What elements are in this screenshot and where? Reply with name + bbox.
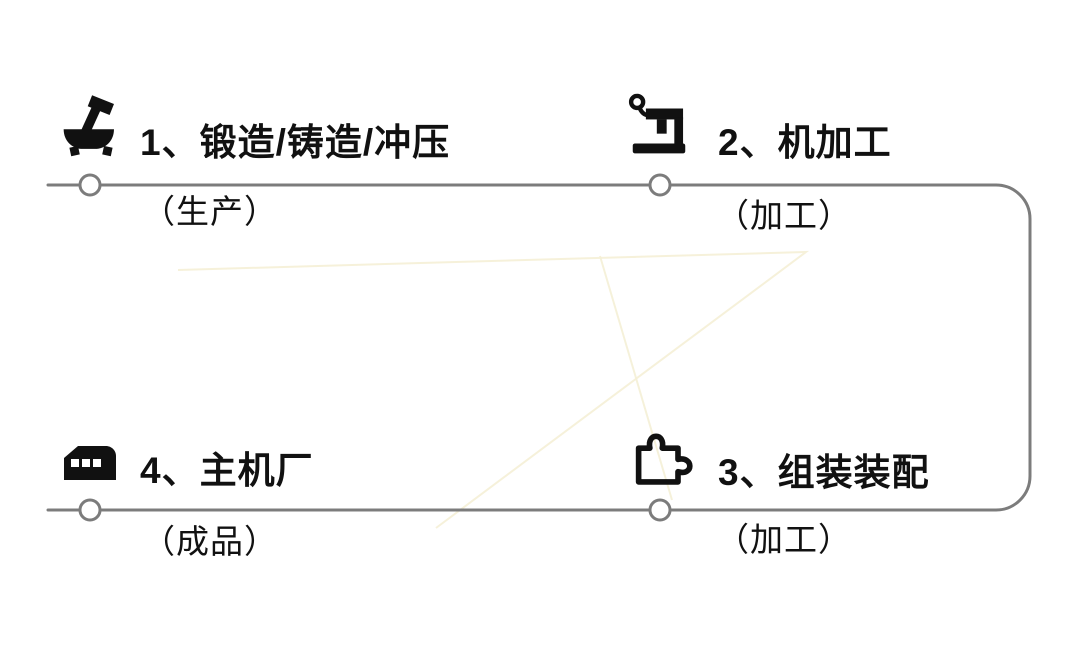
flow-node-4 [78, 498, 102, 522]
step-2-label: 2、机加工 [718, 122, 892, 163]
step-1-label: 1、锻造/铸造/冲压 [140, 122, 451, 163]
flow-node-2 [648, 173, 672, 197]
assembly-puzzle-icon [624, 420, 696, 492]
step-4-sublabel: （成品） [142, 523, 278, 560]
flow-node-1 [78, 173, 102, 197]
forging-casting-icon [56, 92, 126, 162]
step-3-label: 3、组装装配 [718, 452, 930, 493]
step-1-sublabel: （生产） [142, 193, 278, 230]
step-4-label: 4、主机厂 [140, 450, 314, 491]
watermark-line [177, 250, 810, 529]
flow-node-3 [648, 498, 672, 522]
flow-path [46, 183, 1032, 512]
machining-icon [624, 90, 694, 162]
oem-truck-icon [58, 428, 122, 492]
step-2-sublabel: （加工） [716, 197, 852, 234]
step-3-sublabel: （加工） [716, 521, 852, 558]
watermark-line-2 [599, 255, 673, 501]
